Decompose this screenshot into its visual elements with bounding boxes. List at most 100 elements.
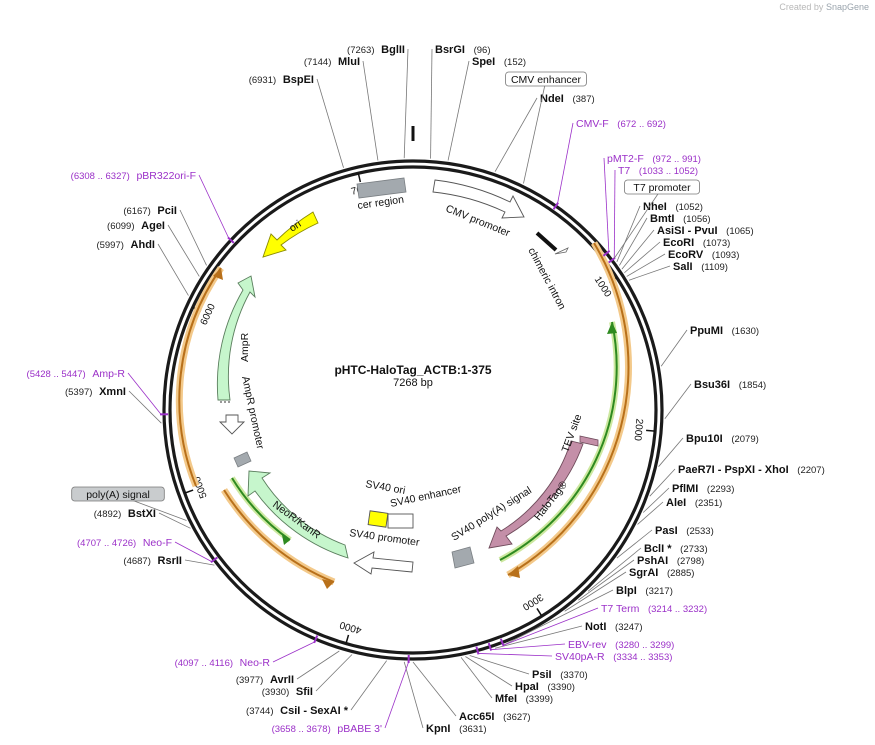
enzyme-sali[interactable]: SalI (1109) xyxy=(628,261,728,281)
enzyme-pshai[interactable]: PshAI (2798) xyxy=(578,555,704,601)
enzyme-acc65i[interactable]: Acc65I (3627) xyxy=(412,661,531,723)
enzyme-name: SfiI xyxy=(296,686,313,698)
enzyme-paer7i-pspxi-xhoi[interactable]: PaeR7I - PspXI - XhoI (2207) xyxy=(649,464,825,497)
enzyme-mfei[interactable]: MfeI (3399) xyxy=(460,657,553,705)
enzyme-xmni[interactable]: (5397) XmnI xyxy=(65,386,162,424)
enzyme-label: Bpu10I (2079) xyxy=(686,433,759,445)
primer-name: SV40pA-R xyxy=(555,651,605,663)
credit-prefix: Created by xyxy=(779,2,824,12)
enzyme-name: AleI xyxy=(666,497,686,509)
primer-cmv-f[interactable]: CMV-F (672 .. 692) xyxy=(552,118,666,210)
primer-label: (6308 .. 6327) pBR322ori-F xyxy=(71,170,196,182)
primer-name: pBABE 3' xyxy=(337,723,382,735)
enzyme-agei[interactable]: (6099) AgeI xyxy=(107,220,200,277)
primer-pbabe-3[interactable]: (3658 .. 3678) pBABE 3' xyxy=(272,654,410,735)
primer-amp-r[interactable]: (5428 .. 5447) Amp-R xyxy=(27,368,169,416)
snapgene-credit: Created by SnapGene xyxy=(779,2,869,12)
enzyme-mlui[interactable]: (7144) MluI xyxy=(304,56,379,161)
enzyme-leader xyxy=(628,265,671,281)
enzyme-leader xyxy=(637,501,664,525)
enzyme-ecorv[interactable]: EcoRV (1093) xyxy=(626,249,740,277)
enzyme-ndei[interactable]: NdeI (387) xyxy=(494,93,595,172)
primer-t7[interactable]: T7 (1033 .. 1052) xyxy=(608,165,698,264)
plasmid-title: pHTC-HaloTag_ACTB:1-375 7268 bp xyxy=(334,363,491,389)
primer-ebv-rev[interactable]: EBV-rev (3280 .. 3299) xyxy=(487,639,675,651)
feature-tev-site xyxy=(579,435,599,447)
enzyme-sgrai[interactable]: SgrAI (2885) xyxy=(564,567,695,612)
enzyme-blpi[interactable]: BlpI (3217) xyxy=(503,585,673,646)
primer-pbr322ori-f[interactable]: (6308 .. 6327) pBR322ori-F xyxy=(71,170,235,244)
primer-leader xyxy=(613,169,616,259)
primer-pmt2-f[interactable]: pMT2-F (972 .. 991) xyxy=(602,153,701,257)
enzyme-leader xyxy=(296,650,340,680)
enzyme-rsrii[interactable]: (4687) RsrII xyxy=(123,555,215,567)
boxed-label-leader xyxy=(613,187,663,259)
enzyme-label: (6167) PciI xyxy=(123,205,177,217)
enzyme-name: HpaI xyxy=(515,681,539,693)
enzyme-name: PciI xyxy=(157,205,177,217)
enzyme-pcii[interactable]: (6167) PciI xyxy=(123,205,207,266)
enzyme-bspei[interactable]: (6931) BspEI xyxy=(249,74,344,168)
enzyme-alei[interactable]: AleI (2351) xyxy=(637,497,723,525)
enzyme-label: NotI (3247) xyxy=(585,621,643,633)
enzyme-sfii[interactable]: (3930) SfiI xyxy=(262,654,353,698)
enzyme-asisi-pvui[interactable]: AsiSI - PvuI (1065) xyxy=(621,225,754,270)
features xyxy=(216,177,599,575)
enzyme-bcli[interactable]: BclI * (2733) xyxy=(587,543,708,592)
enzyme-label: (5397) XmnI xyxy=(65,386,126,398)
enzyme-position: (1052) xyxy=(673,202,703,213)
enzyme-bsu36i[interactable]: Bsu36I (1854) xyxy=(664,379,766,420)
enzyme-ahdi[interactable]: (5997) AhdI xyxy=(96,239,189,296)
enzyme-leader xyxy=(626,253,666,277)
enzyme-bpu10i[interactable]: Bpu10I (2079) xyxy=(658,433,759,467)
enzyme-spei[interactable]: SpeI (152) xyxy=(447,56,526,161)
enzyme-name: PpuMI xyxy=(690,325,723,337)
tick-label: 2000 xyxy=(632,418,645,442)
primer-mark xyxy=(499,638,505,647)
enzyme-hpai[interactable]: HpaI (3390) xyxy=(465,656,575,693)
enzyme-label: AsiSI - PvuI (1065) xyxy=(657,225,754,237)
enzyme-csii-sexai[interactable]: (3744) CsiI - SexAI * xyxy=(246,660,387,717)
label-neor-kanr: NeoR/KanR xyxy=(270,499,323,542)
enzyme-kpni[interactable]: KpnI (3631) xyxy=(403,661,487,735)
primer-neo-f[interactable]: (4707 .. 4726) Neo-F xyxy=(77,537,218,564)
enzyme-bsrgi[interactable]: BsrGI (96) xyxy=(430,44,491,159)
tick-mark xyxy=(646,429,656,432)
primer-position: (1033 .. 1052) xyxy=(636,166,698,177)
enzyme-position: (5397) xyxy=(65,387,95,398)
primer-sv40pa-r[interactable]: SV40pA-R (3334 .. 3353) xyxy=(475,646,672,663)
boxed-label-poly-a-signal: poly(A) signal xyxy=(71,486,187,521)
enzyme-noti[interactable]: NotI (3247) xyxy=(494,621,643,649)
enzyme-bstxi[interactable]: (4892) BstXI xyxy=(94,508,191,529)
enzyme-name: NotI xyxy=(585,621,606,633)
feature-cmv-promoter xyxy=(432,179,525,219)
enzyme-leader xyxy=(578,559,635,601)
enzyme-bglii[interactable]: (7263) BglII xyxy=(347,44,409,159)
enzyme-label: KpnI (3631) xyxy=(426,723,487,735)
enzyme-nhei[interactable]: NheI (1052) xyxy=(616,201,703,263)
enzyme-label: BclI * (2733) xyxy=(644,543,708,555)
primer-leader xyxy=(174,541,212,563)
enzyme-name: BclI * xyxy=(644,543,672,555)
enzyme-label: (7144) MluI xyxy=(304,56,360,68)
enzyme-pflmi[interactable]: PflMI (2293) xyxy=(642,483,734,513)
label-ampr-promoter: AmpR promoter xyxy=(239,375,266,450)
enzyme-name: PsiI xyxy=(532,669,552,681)
enzyme-psii[interactable]: PsiI (3370) xyxy=(469,655,588,681)
feature-sv40-promoter xyxy=(353,551,414,575)
primer-neo-r[interactable]: (4097 .. 4116) Neo-R xyxy=(175,635,319,669)
enzyme-position: (2079) xyxy=(729,434,759,445)
primer-t7-term[interactable]: T7 Term (3214 .. 3232) xyxy=(499,603,707,647)
enzyme-position: (2798) xyxy=(674,556,704,567)
enzyme-avrii[interactable]: (3977) AvrII xyxy=(236,650,340,686)
enzyme-label: (6931) BspEI xyxy=(249,74,314,86)
enzyme-ppumi[interactable]: PpuMI (1630) xyxy=(660,325,759,367)
enzyme-ecori[interactable]: EcoRI (1073) xyxy=(624,237,730,274)
boxed-label-t7-promoter: T7 promoter xyxy=(613,179,700,259)
enzyme-name: RsrII xyxy=(158,555,182,567)
enzyme-position: (3744) xyxy=(246,706,276,717)
primer-name: Neo-R xyxy=(240,657,271,669)
enzyme-pasi[interactable]: PasI (2533) xyxy=(616,525,714,559)
primer-layer: CMV-F (672 .. 692)pMT2-F (972 .. 991)T7 … xyxy=(27,118,708,735)
enzyme-bmti[interactable]: BmtI (1056) xyxy=(619,213,711,266)
